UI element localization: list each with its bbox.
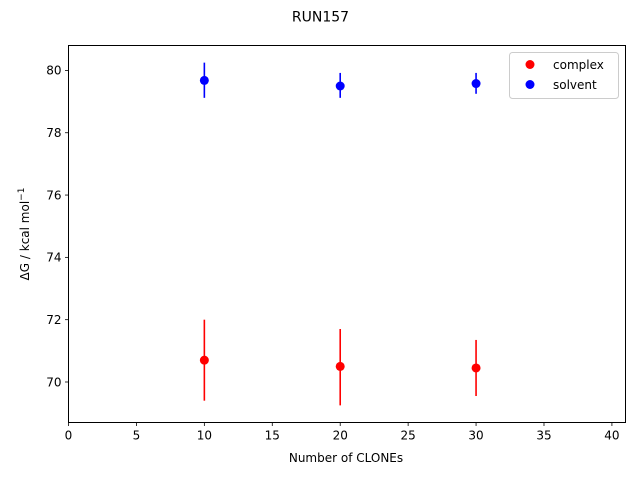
data-point-complex bbox=[199, 355, 209, 365]
chart-title: RUN157 bbox=[292, 10, 349, 26]
x-tick-label: 35 bbox=[536, 429, 551, 443]
legend: complex solvent bbox=[509, 52, 619, 99]
x-tick-label: 30 bbox=[468, 429, 483, 443]
y-axis-label: ΔG / kcal mol−1 bbox=[17, 188, 32, 281]
data-point-complex bbox=[471, 363, 481, 373]
x-tick-label: 40 bbox=[604, 429, 619, 443]
legend-label-complex: complex bbox=[553, 58, 604, 72]
x-tick-label: 25 bbox=[400, 429, 415, 443]
y-axis-label-superscript: −1 bbox=[17, 188, 27, 201]
data-marks bbox=[199, 62, 481, 406]
x-tick-label: 20 bbox=[333, 429, 348, 443]
x-axis-ticks: 0 5 10 15 20 25 30 35 40 bbox=[65, 422, 620, 443]
data-point-solvent bbox=[471, 79, 481, 89]
x-tick-label: 10 bbox=[197, 429, 212, 443]
y-axis-ticks: 70 72 74 76 78 80 bbox=[46, 64, 69, 389]
y-tick-label: 78 bbox=[46, 126, 61, 140]
legend-label-solvent: solvent bbox=[553, 78, 597, 92]
x-tick-label: 15 bbox=[265, 429, 280, 443]
y-tick-label: 80 bbox=[46, 64, 61, 78]
plot-area: 0 5 10 15 20 25 30 35 40 70 72 74 76 78 80 bbox=[46, 45, 626, 443]
data-point-solvent bbox=[199, 75, 209, 85]
axes-frame bbox=[68, 45, 626, 423]
y-tick-label: 70 bbox=[46, 375, 61, 389]
x-tick-label: 5 bbox=[133, 429, 141, 443]
y-tick-label: 74 bbox=[46, 251, 61, 265]
y-axis-label-main: ΔG / kcal mol bbox=[18, 201, 32, 281]
x-tick-label: 0 bbox=[65, 429, 73, 443]
x-axis-label: Number of CLONEs bbox=[289, 451, 403, 465]
legend-marker-complex bbox=[525, 60, 535, 69]
y-tick-label: 72 bbox=[46, 313, 61, 327]
y-tick-label: 76 bbox=[46, 188, 61, 202]
legend-marker-solvent bbox=[525, 80, 535, 89]
data-point-complex bbox=[335, 361, 345, 371]
data-point-solvent bbox=[335, 81, 345, 91]
legend-box bbox=[509, 52, 619, 99]
